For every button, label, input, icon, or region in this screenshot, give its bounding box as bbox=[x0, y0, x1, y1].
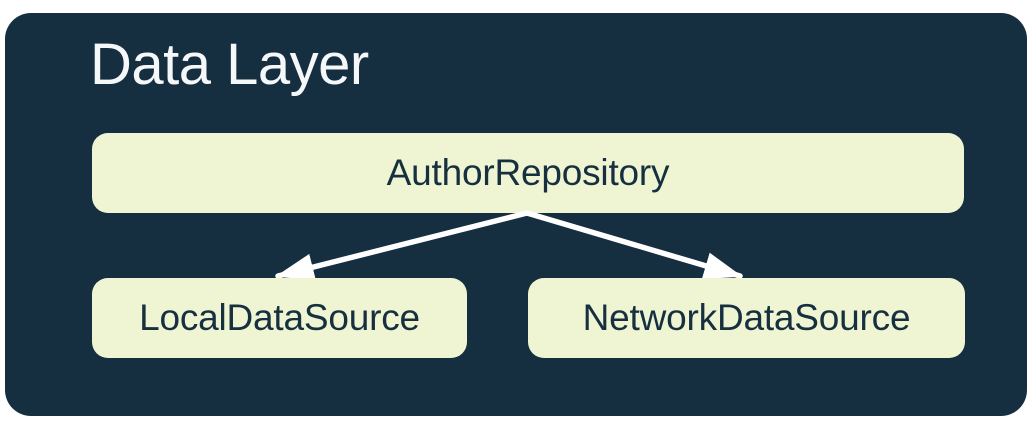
node-network-data-source: NetworkDataSource bbox=[528, 278, 965, 358]
node-author-repository: AuthorRepository bbox=[92, 133, 964, 213]
node-local-data-source: LocalDataSource bbox=[92, 278, 467, 358]
diagram-title: Data Layer bbox=[90, 32, 369, 97]
